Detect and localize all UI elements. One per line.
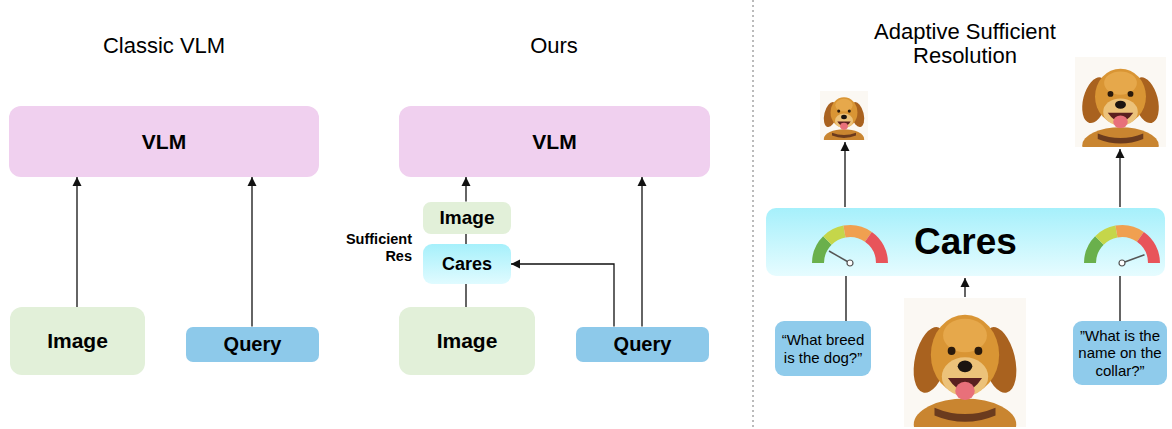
annotation: Sufficient Res [336,231,412,264]
connector-arrow [465,284,466,307]
node-label: VLM [142,130,186,154]
model-box: VLM [9,106,319,177]
image-box: Image [10,307,145,375]
panel-title: Adaptive Sufficient Resolution [850,20,1080,68]
node-label: Query [224,333,282,356]
gauge-icon [1090,231,1154,266]
image-box: Image [423,202,511,234]
output-arrow [1119,149,1120,207]
panel-title: Ours [530,33,578,59]
query-box: Query [186,327,319,362]
output-arrow [844,142,845,207]
node-label: Cares [914,221,1017,263]
connector-arrow [76,177,77,307]
connector-arrow [465,177,466,202]
image-box: Image [399,307,535,375]
node-label: Cares [442,254,492,275]
module-band: Cares [766,208,1165,276]
node-label: ”What is the name on the collar?” [1073,327,1167,379]
dog-photo-large [1075,57,1166,163]
query-box: Query [576,327,709,362]
panel-title: Classic VLM [103,33,225,59]
connector-arrow [641,177,642,327]
connector-arrow [845,276,846,321]
node-label: Image [440,207,495,229]
gauge-icon [818,231,882,266]
query-bubble: ”What is the name on the collar?” [1073,321,1167,385]
node-label: “What breed is the dog?” [775,331,871,366]
connector-arrow [1119,276,1120,321]
connector-arrow [465,234,466,245]
dog-photo-small [820,91,868,149]
query-bubble: “What breed is the dog?” [775,321,871,376]
connector-arrow [251,177,252,327]
model-box: VLM [399,106,710,177]
node-label: Image [437,329,498,353]
module-box: Cares [423,244,511,284]
node-label: Query [614,333,672,356]
input-arrow [964,278,965,297]
node-label: Image [47,329,108,353]
node-label: VLM [532,130,576,154]
panel-divider [753,0,754,429]
dog-photo-input [904,298,1026,429]
